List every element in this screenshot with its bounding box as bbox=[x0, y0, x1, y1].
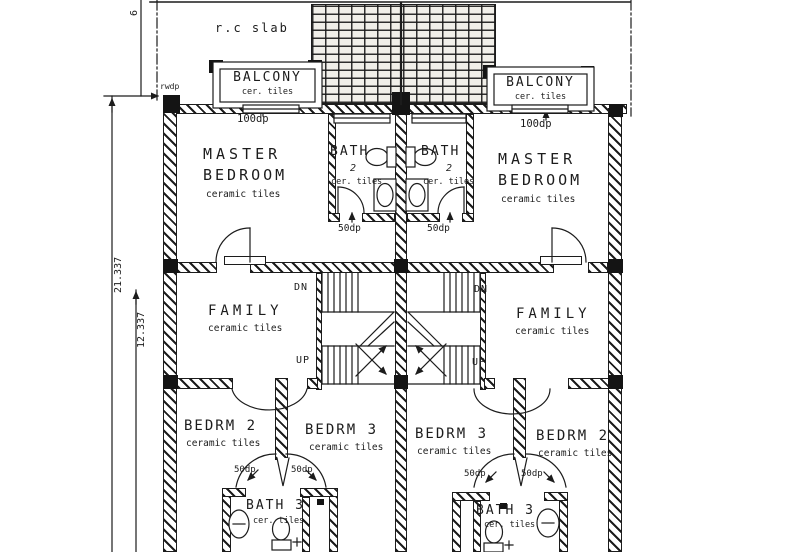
room-finish-family-left: ceramic tiles bbox=[208, 323, 283, 334]
wall-bath2-left-bottom-b bbox=[362, 213, 395, 222]
dim-top-partial: 6 bbox=[129, 9, 140, 16]
room-label-family-right: FAMILY bbox=[516, 306, 591, 322]
room-label-balcony-right: BALCONY bbox=[506, 75, 575, 90]
wall-bath3-left-top-a bbox=[222, 488, 246, 497]
room-finish-bath3-right: cer. tiles bbox=[484, 520, 536, 530]
wall-bath3-right-top-a bbox=[452, 492, 490, 501]
column-top-right bbox=[609, 104, 623, 117]
vent-bath3-right bbox=[500, 503, 507, 509]
room-number-bath2-right: 2 bbox=[446, 163, 453, 174]
roof-tile-hatch bbox=[311, 4, 496, 104]
column-top-left bbox=[163, 95, 180, 113]
wall-bath2-left-bottom-a bbox=[328, 213, 340, 222]
room-finish-balcony-left: cer. tiles bbox=[241, 87, 294, 97]
balcony-outlines bbox=[212, 61, 595, 112]
column-right-lower bbox=[608, 375, 623, 389]
dim-100dp-right: 100dp bbox=[520, 118, 552, 130]
dim-100dp-left: 100dp bbox=[237, 113, 269, 125]
room-label-bath3-right: BATH 3 bbox=[476, 503, 535, 518]
room-label-bath3-left: BATH 3 bbox=[246, 498, 305, 513]
room-finish-balcony-right: cer. tiles bbox=[514, 92, 567, 102]
room-number-bath2-left: 2 bbox=[350, 163, 357, 174]
room-label-master-right-1: MASTER bbox=[498, 150, 577, 168]
column-party-lower bbox=[394, 375, 408, 389]
wall-stair-left bbox=[316, 273, 322, 390]
dim-50dp-bed-right-b: 50dp bbox=[521, 469, 543, 479]
column-left-lower bbox=[163, 375, 178, 389]
window-openings bbox=[242, 104, 569, 124]
stair-dn-left: DN bbox=[294, 282, 309, 293]
column-party-mid bbox=[394, 259, 408, 273]
room-label-bedrm2-right: BEDRM 2 bbox=[536, 428, 610, 444]
door-swings bbox=[215, 186, 587, 415]
room-label-family-left: FAMILY bbox=[208, 303, 283, 319]
note-rwdp: rwdp bbox=[160, 82, 180, 91]
room-finish-master-right: ceramic tiles bbox=[501, 194, 576, 205]
dim-partial: 12.337 bbox=[136, 311, 147, 348]
room-finish-bedrm3-right: ceramic tiles bbox=[417, 446, 492, 457]
room-label-bath2-left: BATH bbox=[330, 144, 370, 159]
window-ledge-left bbox=[224, 256, 266, 265]
stairs-right bbox=[407, 272, 481, 385]
dim-overall: 21.337 bbox=[113, 256, 124, 293]
divider-tapers bbox=[276, 457, 528, 487]
note-rc-slab: r.c slab bbox=[215, 21, 289, 35]
room-finish-bedrm2-right: ceramic tiles bbox=[538, 448, 613, 459]
wall-mid-right-b bbox=[588, 262, 608, 273]
room-label-bedrm2-left: BEDRM 2 bbox=[184, 418, 258, 434]
dim-50dp-bath-right: 50dp bbox=[427, 223, 450, 234]
dim-50dp-bed-left-a: 50dp bbox=[234, 465, 256, 475]
room-finish-bedrm2-left: ceramic tiles bbox=[186, 438, 261, 449]
wall-stair-right bbox=[480, 273, 486, 390]
room-finish-master-left: ceramic tiles bbox=[206, 189, 281, 200]
room-finish-bath2-right: cer. tiles bbox=[423, 177, 475, 187]
dim-50dp-bed-right-a: 50dp bbox=[464, 469, 486, 479]
bath-fixtures bbox=[228, 146, 560, 552]
room-label-master-left-2: BEDROOM bbox=[203, 166, 288, 184]
room-finish-bedrm3-left: ceramic tiles bbox=[309, 442, 384, 453]
room-label-balcony-left: BALCONY bbox=[233, 70, 302, 85]
stair-up-left: UP bbox=[296, 355, 311, 366]
wall-bath3-right-top-b bbox=[544, 492, 568, 501]
window-ledge-right bbox=[540, 256, 582, 265]
wall-bath2-right-bottom-b bbox=[462, 213, 474, 222]
vent-bath3-left bbox=[317, 499, 324, 505]
dim-50dp-bed-left-b: 50dp bbox=[291, 465, 313, 475]
boundary-lines bbox=[140, 0, 632, 117]
wall-bath3-left-top-b bbox=[300, 488, 338, 497]
dim-50dp-bath-left: 50dp bbox=[338, 223, 361, 234]
stair-dn-right: DN bbox=[474, 284, 489, 295]
room-label-master-left-1: MASTER bbox=[203, 145, 282, 163]
room-label-bedrm3-left: BEDRM 3 bbox=[305, 422, 379, 438]
room-finish-family-right: ceramic tiles bbox=[515, 326, 590, 337]
room-finish-bath2-left: cer. tiles bbox=[331, 177, 383, 187]
room-label-master-right-2: BEDROOM bbox=[498, 171, 583, 189]
room-label-bath2-right: BATH bbox=[421, 144, 461, 159]
wall-lower-right-b bbox=[484, 378, 495, 389]
wall-lower-left-b bbox=[307, 378, 318, 389]
room-label-bedrm3-right: BEDRM 3 bbox=[415, 426, 489, 442]
stair-up-right: UP bbox=[472, 357, 487, 368]
wall-bath2-right-bottom-a bbox=[407, 213, 440, 222]
door-fans bbox=[235, 453, 567, 488]
room-finish-bath3-left: cer. tiles bbox=[253, 516, 305, 526]
column-right-mid bbox=[608, 259, 623, 273]
stairs-left bbox=[321, 272, 395, 385]
column-left-mid bbox=[163, 259, 178, 273]
